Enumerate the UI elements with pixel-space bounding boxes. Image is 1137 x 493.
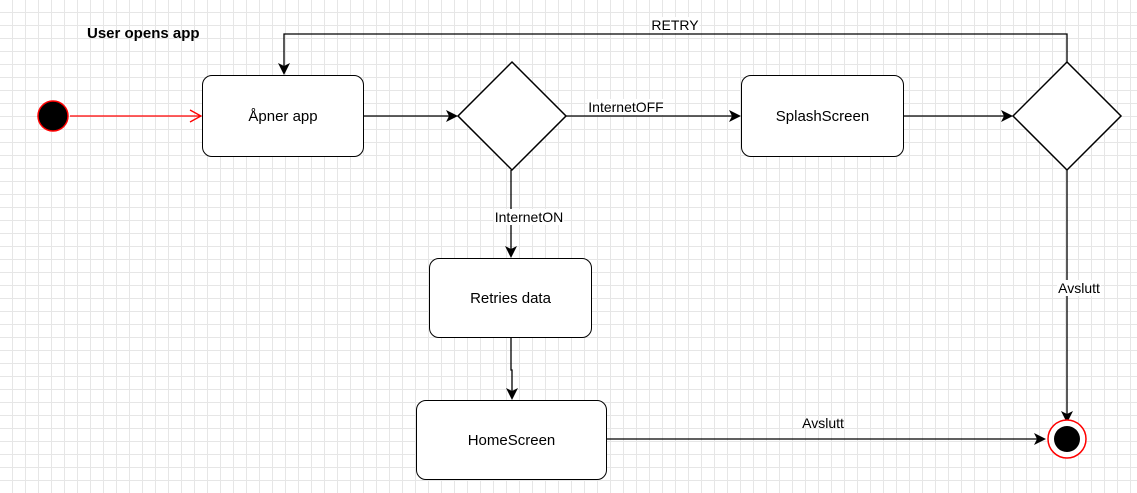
edge-open-app-to-decision (364, 110, 458, 122)
node-home-screen: HomeScreen (416, 400, 607, 480)
label-exit-bottom: Avslutt (802, 415, 844, 431)
edge-start-to-open-app (70, 109, 203, 123)
edge-exit-bottom (607, 433, 1046, 445)
edge-internet-off (566, 110, 741, 122)
label-internet-off: InternetOFF (587, 99, 665, 115)
edge-retries-to-home (506, 338, 518, 400)
label-exit-right: Avslutt (1057, 280, 1101, 296)
start-node (37, 100, 69, 132)
end-node (1047, 419, 1087, 459)
decision-retry (1011, 60, 1123, 172)
edge-exit-right (1061, 170, 1073, 423)
edge-retry-loop (278, 33, 1068, 75)
label-retry: RETRY (650, 17, 700, 33)
edge-splash-to-decision (904, 110, 1013, 122)
label-internet-on: InternetON (493, 209, 565, 225)
diagram-title: User opens app (87, 25, 200, 42)
node-splash-screen: SplashScreen (741, 75, 904, 157)
decision-internet (456, 60, 568, 172)
node-retries-data: Retries data (429, 258, 592, 338)
node-open-app: Åpner app (202, 75, 364, 157)
